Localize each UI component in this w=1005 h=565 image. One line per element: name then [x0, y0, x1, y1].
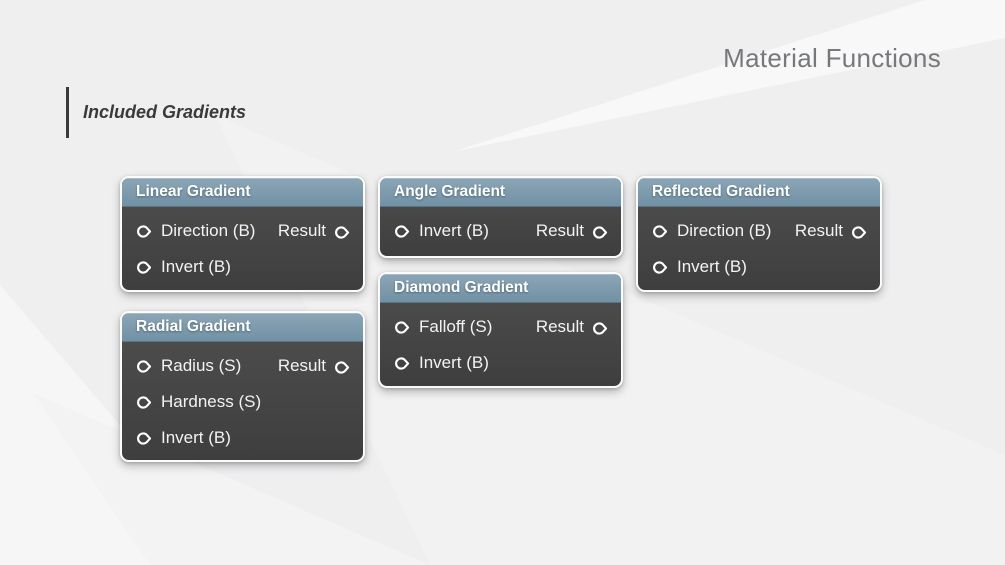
- node-body: Invert (B) Result: [380, 207, 621, 249]
- node-row: Invert (B) Result: [380, 213, 621, 249]
- output-group: Result: [536, 221, 609, 241]
- node-card-reflected-gradient: Reflected Gradient Direction (B) Result …: [636, 176, 882, 292]
- node-header: Diamond Gradient: [380, 274, 621, 303]
- node-header: Linear Gradient: [122, 178, 363, 207]
- node-title: Radial Gradient: [136, 318, 251, 335]
- node-row: Direction (B) Result: [638, 213, 880, 249]
- input-label: Radius (S): [161, 356, 242, 375]
- node-row: Invert (B): [122, 420, 363, 456]
- page-title: Material Functions: [723, 43, 941, 73]
- output-group: Result: [278, 356, 351, 376]
- node-header: Radial Gradient: [122, 313, 363, 342]
- node-title: Linear Gradient: [136, 183, 251, 200]
- section-heading: Included Gradients: [83, 102, 247, 122]
- node-card-radial-gradient: Radial Gradient Radius (S) Result Hardne…: [120, 311, 365, 462]
- input-pin-icon: [652, 260, 669, 275]
- input-pin-icon: [394, 356, 411, 371]
- node-row: Falloff (S) Result: [380, 309, 621, 345]
- node-body: Radius (S) Result Hardness (S) Invert (B…: [122, 342, 363, 456]
- node-card-angle-gradient: Angle Gradient Invert (B) Result: [378, 176, 623, 258]
- input-label: Invert (B): [419, 221, 489, 240]
- node-row: Direction (B) Result: [122, 213, 363, 249]
- output-pin-icon: [592, 321, 609, 336]
- output-label: Result: [535, 221, 584, 240]
- input-pin-icon: [136, 431, 153, 446]
- node-title: Angle Gradient: [394, 183, 506, 200]
- input-label: Invert (B): [419, 353, 489, 372]
- input-pin-icon: [136, 359, 153, 374]
- node-body: Direction (B) Result Invert (B): [638, 207, 880, 285]
- output-pin-icon: [334, 225, 351, 240]
- input-pin-icon: [136, 395, 153, 410]
- input-pin-icon: [394, 320, 411, 335]
- input-label: Hardness (S): [161, 392, 262, 411]
- output-label: Result: [277, 221, 326, 240]
- output-label: Result: [794, 221, 843, 240]
- node-card-diamond-gradient: Diamond Gradient Falloff (S) Result Inve…: [378, 272, 623, 388]
- output-label: Result: [277, 356, 326, 375]
- node-header: Reflected Gradient: [638, 178, 880, 207]
- input-pin-icon: [394, 224, 411, 239]
- input-pin-icon: [652, 224, 669, 239]
- input-label: Invert (B): [161, 428, 231, 447]
- output-group: Result: [278, 221, 351, 241]
- node-body: Falloff (S) Result Invert (B): [380, 303, 621, 381]
- input-label: Direction (B): [677, 221, 772, 240]
- node-header: Angle Gradient: [380, 178, 621, 207]
- input-pin-icon: [136, 260, 153, 275]
- node-card-linear-gradient: Linear Gradient Direction (B) Result Inv…: [120, 176, 365, 292]
- node-title: Diamond Gradient: [394, 279, 529, 296]
- output-pin-icon: [592, 225, 609, 240]
- input-label: Falloff (S): [419, 317, 493, 336]
- input-label: Invert (B): [677, 257, 747, 276]
- output-group: Result: [795, 221, 868, 241]
- section-heading-bar: [66, 87, 69, 138]
- input-pin-icon: [136, 224, 153, 239]
- node-row: Invert (B): [380, 345, 621, 381]
- output-pin-icon: [851, 225, 868, 240]
- node-row: Radius (S) Result: [122, 348, 363, 384]
- node-body: Direction (B) Result Invert (B): [122, 207, 363, 285]
- node-row: Invert (B): [638, 249, 880, 285]
- node-row: Hardness (S): [122, 384, 363, 420]
- output-label: Result: [535, 317, 584, 336]
- output-pin-icon: [334, 360, 351, 375]
- node-title: Reflected Gradient: [652, 183, 790, 200]
- node-row: Invert (B): [122, 249, 363, 285]
- output-group: Result: [536, 317, 609, 337]
- input-label: Direction (B): [161, 221, 256, 240]
- input-label: Invert (B): [161, 257, 231, 276]
